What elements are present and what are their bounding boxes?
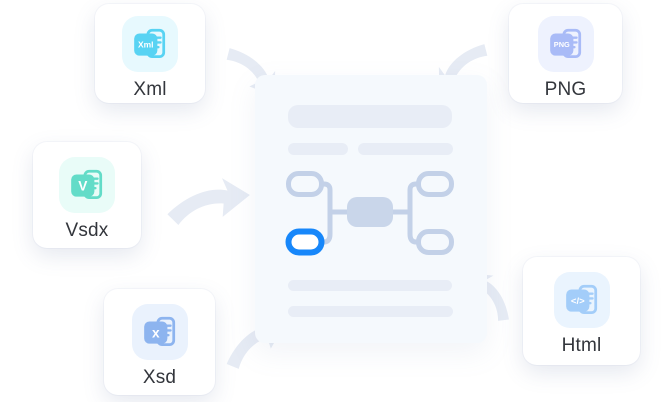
doc-text-line-left [288, 143, 348, 155]
xml-file-icon: Xml [122, 16, 178, 72]
connector-right [390, 181, 421, 245]
diagram-center-node [347, 197, 393, 227]
format-label-png: PNG [544, 79, 587, 100]
file-badge-text: x [151, 325, 159, 340]
vsdx-file-icon-graphic: V [71, 169, 103, 200]
doc-title-bar [288, 105, 452, 128]
file-badge-text: Xml [138, 40, 153, 50]
connector-left [319, 181, 350, 245]
arrow-vsdx-to-document-icon [158, 164, 257, 236]
file-front-badge [71, 174, 95, 197]
format-label-xml: Xml [133, 79, 167, 100]
xsd-file-icon-graphic: x [143, 316, 175, 347]
vsdx-file-icon: V [59, 157, 115, 213]
file-front-badge [134, 33, 158, 56]
png-file-icon: PNG [537, 16, 594, 72]
format-card-vsdx: V Vsdx [33, 142, 141, 248]
file-front-badge [565, 289, 589, 312]
html-file-icon: </> [553, 272, 610, 328]
flowchart-diagram [285, 171, 454, 256]
format-card-xml: Xml Xml [95, 4, 205, 103]
format-label-vsdx: Vsdx [65, 220, 109, 241]
file-badge-text: PNG [553, 40, 569, 49]
diagram-node-top-left [286, 171, 324, 197]
xml-file-icon-graphic: Xml [134, 28, 166, 59]
file-front-badge [143, 321, 167, 344]
format-card-html: </> Html [523, 257, 640, 365]
doc-text-line-full-1 [288, 280, 452, 291]
html-file-icon-graphic: </> [565, 284, 597, 315]
file-front-badge [549, 33, 573, 56]
doc-text-line-full-2 [288, 306, 453, 317]
doc-text-line-right [358, 143, 453, 155]
code-icon: </> [570, 296, 584, 307]
format-card-xsd: x Xsd [104, 289, 215, 395]
file-badge-text: V [78, 178, 88, 193]
png-file-icon-graphic: PNG [549, 28, 581, 59]
xsd-file-icon: x [131, 304, 188, 360]
format-card-png: PNG PNG [509, 4, 622, 103]
format-label-html: Html [561, 335, 602, 356]
diagram-node-highlighted [285, 228, 325, 256]
diagram-node-bottom-right [416, 229, 454, 255]
format-label-xsd: Xsd [142, 367, 177, 388]
document-preview [255, 75, 487, 343]
diagram-node-top-right [416, 171, 454, 197]
